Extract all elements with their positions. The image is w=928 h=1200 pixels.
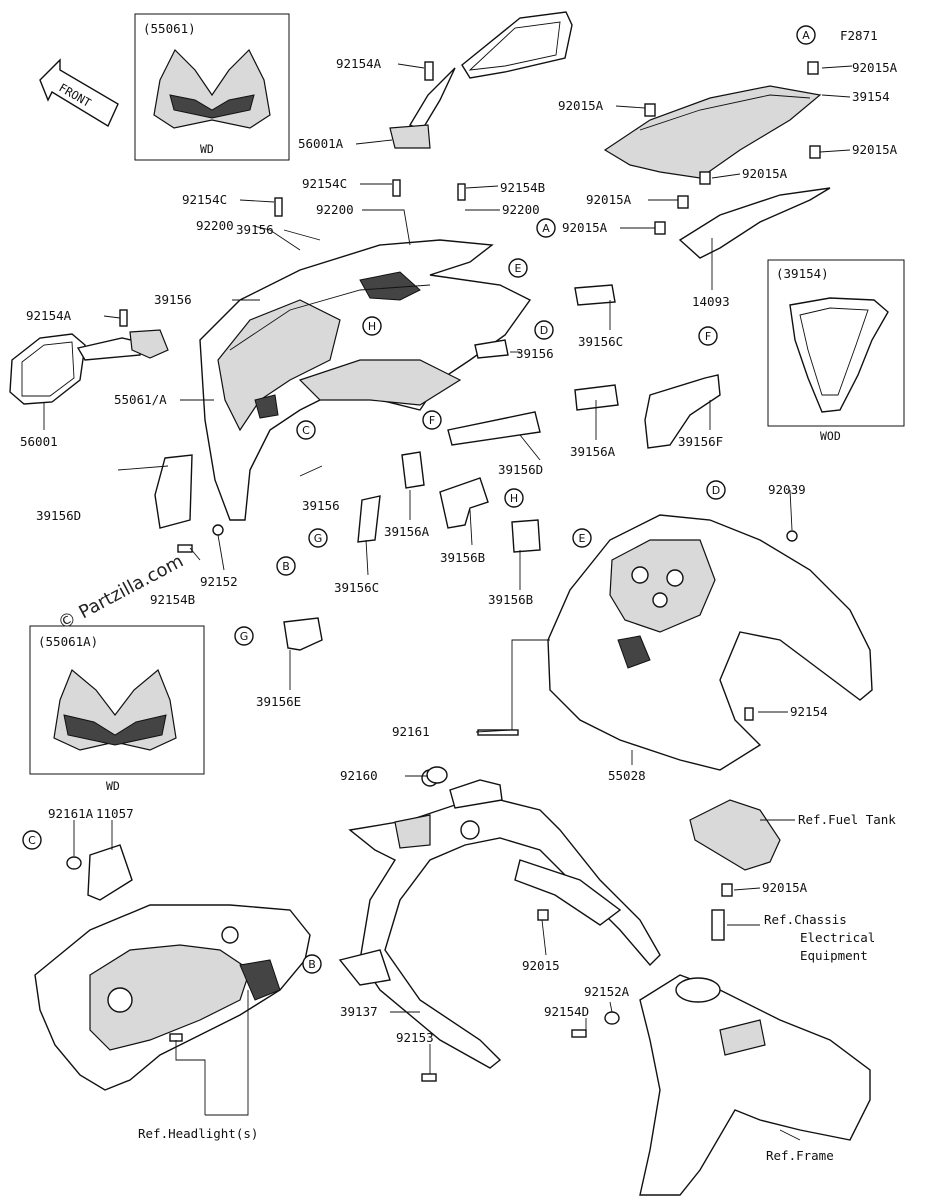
inset-55061: (55061) WD: [134, 13, 290, 161]
fasteners: [66, 61, 821, 1082]
svg-text:Ref.Fuel Tank: Ref.Fuel Tank: [798, 812, 896, 827]
svg-text:92015A: 92015A: [562, 220, 608, 235]
inset-55061A: (55061A) WD: [29, 625, 205, 793]
svg-text:A: A: [542, 222, 550, 235]
svg-text:D: D: [540, 324, 548, 337]
svg-text:Equipment: Equipment: [800, 948, 868, 963]
svg-text:92154A: 92154A: [336, 56, 382, 71]
svg-text:B: B: [282, 560, 290, 573]
svg-text:92154D: 92154D: [544, 1004, 589, 1019]
svg-text:56001A: 56001A: [298, 136, 344, 151]
svg-text:G: G: [240, 630, 249, 643]
svg-text:39156C: 39156C: [334, 580, 379, 595]
svg-text:39137: 39137: [340, 1004, 378, 1019]
svg-text:92152: 92152: [200, 574, 238, 589]
front-arrow: FRONT: [39, 58, 119, 128]
svg-text:92154B: 92154B: [500, 180, 545, 195]
svg-text:55061/A: 55061/A: [114, 392, 167, 407]
svg-text:A: A: [802, 29, 810, 42]
svg-text:92015: 92015: [522, 958, 560, 973]
svg-text:92015A: 92015A: [742, 166, 788, 181]
subframe: [338, 769, 661, 1069]
svg-text:F: F: [705, 330, 711, 343]
svg-text:(55061): (55061): [143, 21, 196, 36]
svg-text:39156F: 39156F: [678, 434, 723, 449]
svg-text:Ref.Headlight(s): Ref.Headlight(s): [138, 1126, 258, 1141]
svg-text:14093: 14093: [692, 294, 730, 309]
svg-text:92154C: 92154C: [302, 176, 347, 191]
svg-text:92015A: 92015A: [852, 60, 898, 75]
svg-text:92200: 92200: [196, 218, 234, 233]
callout-circles[interactable]: A A B B C C D D E E F F G G H H: [22, 25, 816, 974]
mirror-right: [389, 11, 573, 149]
svg-text:WOD: WOD: [820, 429, 841, 443]
headlight-assembly: [34, 844, 311, 1091]
svg-text:92015A: 92015A: [586, 192, 632, 207]
svg-text:92154: 92154: [790, 704, 828, 719]
svg-text:39156E: 39156E: [256, 694, 301, 709]
svg-text:92161: 92161: [392, 724, 430, 739]
svg-text:56001: 56001: [20, 434, 58, 449]
svg-text:39156D: 39156D: [36, 508, 81, 523]
svg-text:39156D: 39156D: [498, 462, 543, 477]
svg-text:H: H: [510, 492, 518, 505]
inset-39154: (39154) WOD: [767, 259, 905, 443]
svg-text:92152A: 92152A: [584, 984, 630, 999]
part-labels: 92154A 56001A 92015A 39154 92015A 92015A…: [20, 56, 898, 1163]
svg-text:Ref.Chassis: Ref.Chassis: [764, 912, 847, 927]
upper-cowl: [199, 239, 532, 521]
svg-text:39154: 39154: [852, 89, 890, 104]
leader-lines: [43, 63, 853, 1141]
svg-text:39156: 39156: [236, 222, 274, 237]
windshield: [603, 85, 831, 259]
svg-text:11057: 11057: [96, 806, 134, 821]
inner-panel: [547, 514, 873, 771]
svg-text:92200: 92200: [502, 202, 540, 217]
svg-text:B: B: [308, 958, 316, 971]
trim-pieces: [154, 284, 721, 651]
svg-text:F: F: [429, 414, 435, 427]
svg-text:G: G: [314, 532, 323, 545]
svg-text:(55061A): (55061A): [38, 634, 98, 649]
svg-text:C: C: [28, 834, 36, 847]
svg-text:92154A: 92154A: [26, 308, 72, 323]
svg-text:92015A: 92015A: [852, 142, 898, 157]
svg-text:39156: 39156: [302, 498, 340, 513]
svg-text:92153: 92153: [396, 1030, 434, 1045]
svg-text:C: C: [302, 424, 310, 437]
svg-text:92200: 92200: [316, 202, 354, 217]
svg-text:92160: 92160: [340, 768, 378, 783]
svg-text:Ref.Frame: Ref.Frame: [766, 1148, 834, 1163]
svg-text:92154B: 92154B: [150, 592, 195, 607]
svg-text:92039: 92039: [768, 482, 806, 497]
svg-text:WD: WD: [106, 779, 120, 793]
main-frame: [639, 974, 871, 1196]
svg-text:39156: 39156: [154, 292, 192, 307]
svg-text:H: H: [368, 320, 376, 333]
svg-text:E: E: [515, 262, 522, 275]
svg-text:92015A: 92015A: [762, 880, 808, 895]
svg-text:39156A: 39156A: [384, 524, 430, 539]
svg-text:39156C: 39156C: [578, 334, 623, 349]
svg-text:92161A: 92161A: [48, 806, 94, 821]
svg-text:WD: WD: [200, 142, 214, 156]
svg-text:92154C: 92154C: [182, 192, 227, 207]
svg-text:E: E: [579, 532, 586, 545]
svg-text:39156: 39156: [516, 346, 554, 361]
fuel-tank-cover: [689, 799, 781, 871]
svg-text:Electrical: Electrical: [800, 930, 875, 945]
figure-code: F2871: [840, 28, 878, 43]
svg-text:D: D: [712, 484, 720, 497]
svg-text:(39154): (39154): [776, 266, 829, 281]
svg-text:39156B: 39156B: [440, 550, 485, 565]
mirror-left: [9, 329, 169, 405]
svg-text:39156B: 39156B: [488, 592, 533, 607]
svg-text:92015A: 92015A: [558, 98, 604, 113]
svg-text:39156A: 39156A: [570, 444, 616, 459]
svg-text:55028: 55028: [608, 768, 646, 783]
